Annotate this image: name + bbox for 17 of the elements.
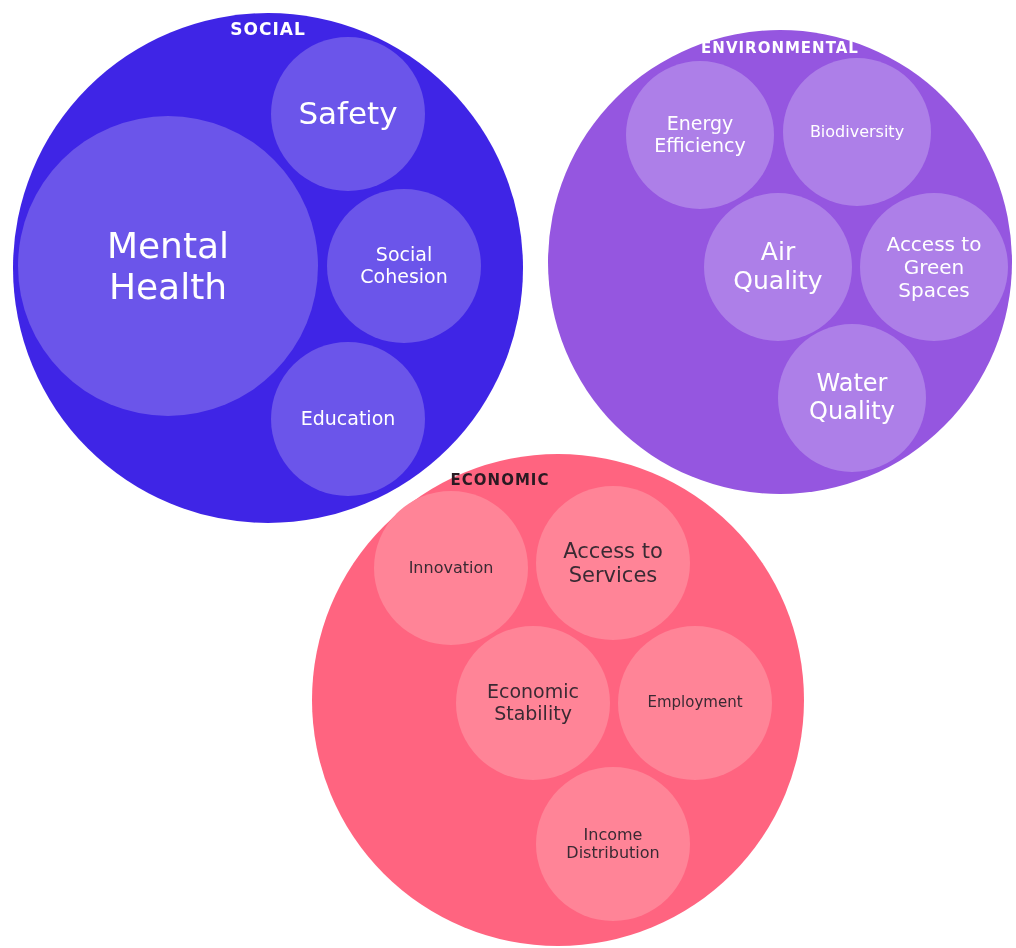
- category-label: ENVIRONMENTAL: [701, 39, 859, 57]
- topic-label: Air Quality: [732, 238, 824, 296]
- topic-label: Access to Services: [562, 538, 664, 588]
- topic-label: Water Quality: [808, 370, 896, 426]
- topic-label: Income Distribution: [565, 825, 661, 863]
- topic-label: Economic Stability: [486, 681, 580, 725]
- topic-label: Safety: [297, 96, 399, 132]
- category-label: SOCIAL: [230, 19, 306, 39]
- topic-label: Employment: [646, 694, 744, 712]
- topic-label: Education: [299, 408, 397, 430]
- topic-label: Biodiversity: [808, 122, 906, 142]
- topic-label: Innovation: [407, 558, 495, 578]
- category-label: ECONOMIC: [450, 471, 550, 489]
- topic-label: Energy Efficiency: [653, 113, 747, 157]
- topic-label: Social Cohesion: [359, 244, 449, 288]
- topic-label: Access to Green Spaces: [885, 232, 983, 302]
- topic-label: Mental Health: [105, 224, 231, 308]
